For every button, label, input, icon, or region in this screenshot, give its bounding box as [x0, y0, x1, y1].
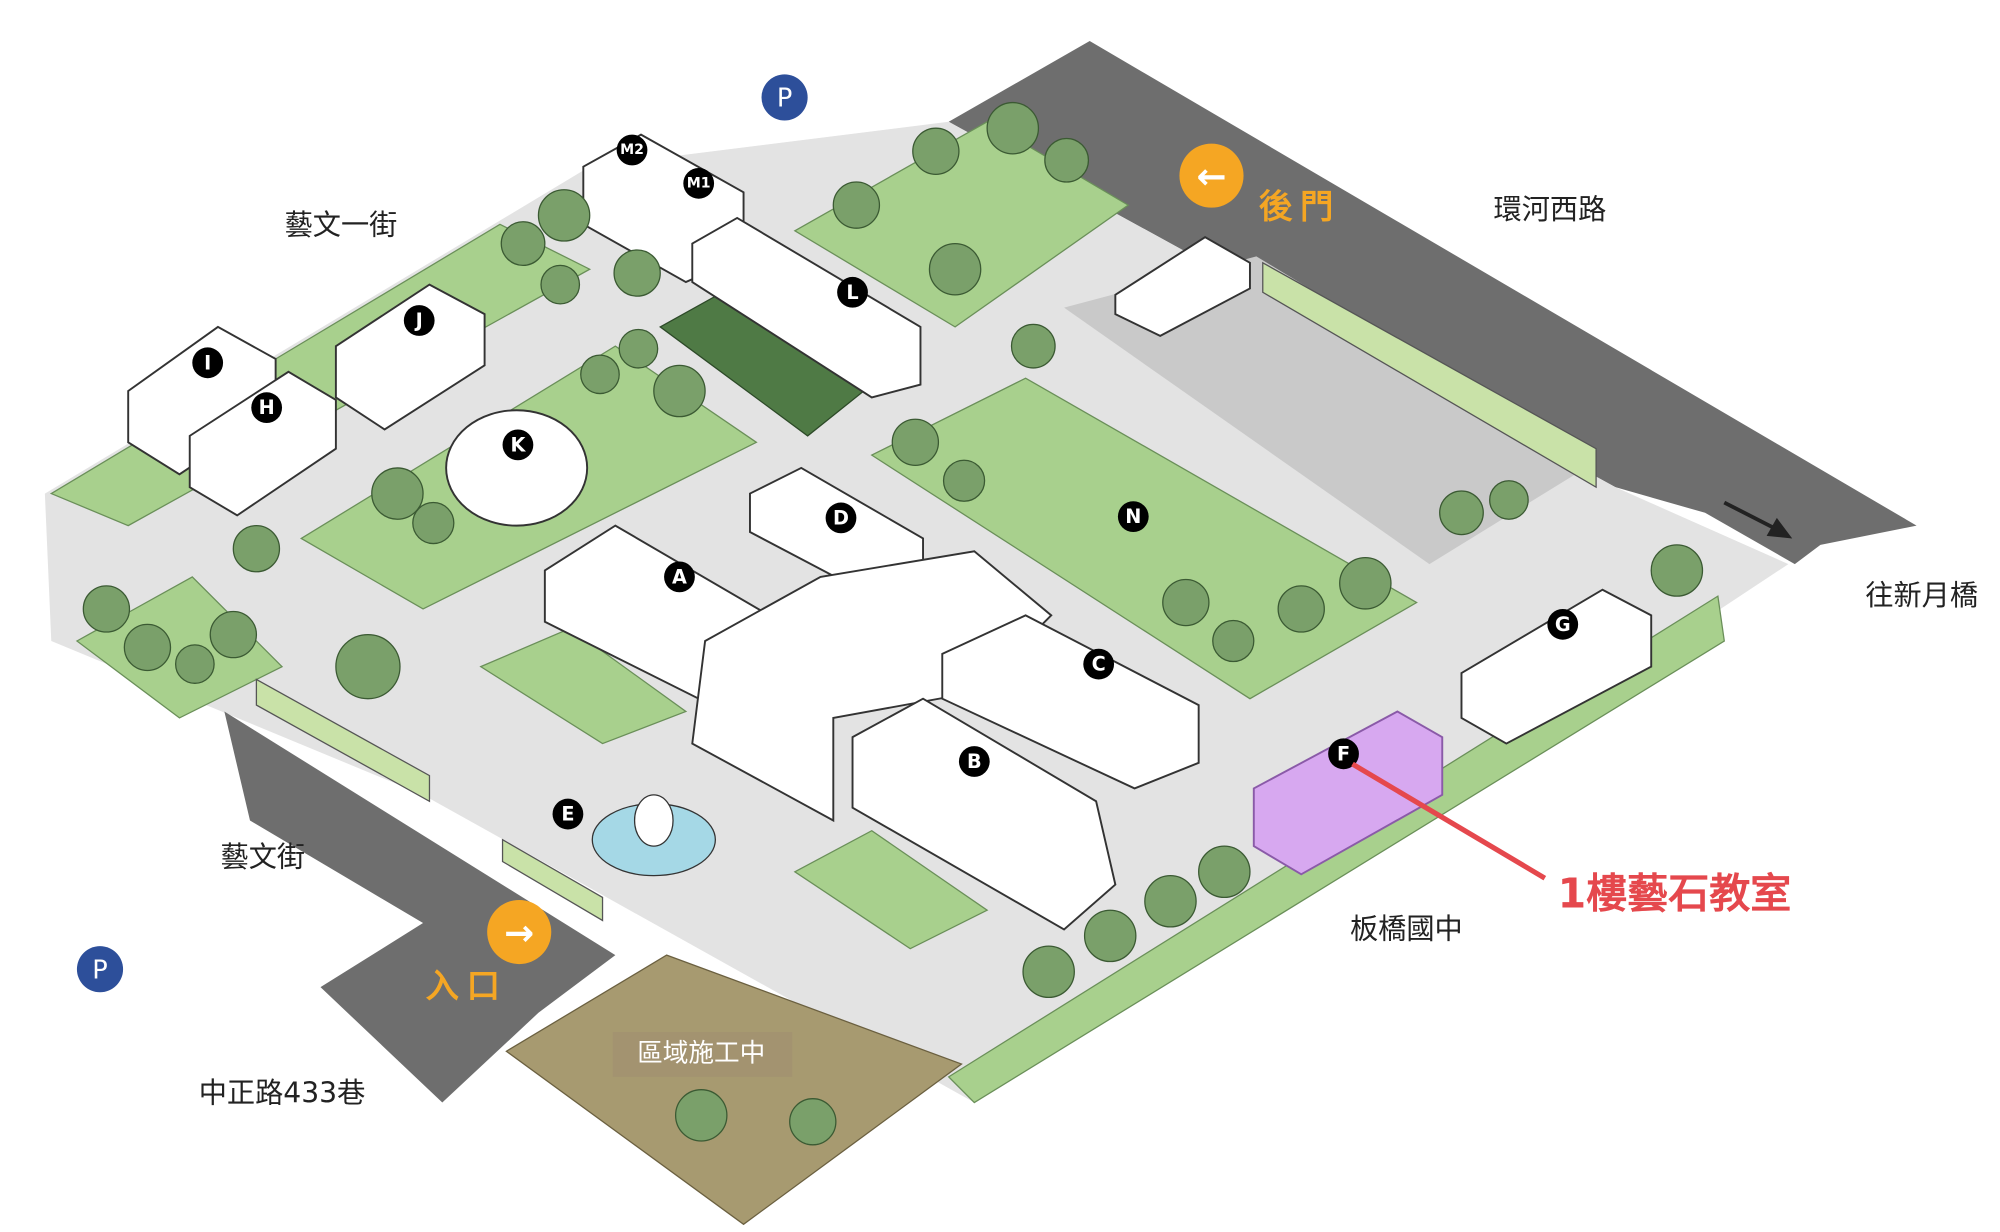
lawn-front-left — [479, 627, 688, 745]
street-label-yiwen: 藝文街 — [221, 841, 306, 874]
construction-zone — [505, 954, 963, 1226]
marker-i: I — [204, 351, 211, 374]
road-yiwen — [224, 711, 616, 1103]
marker-j: J — [414, 309, 423, 332]
lawn-front-right — [793, 829, 989, 950]
marker-g: G — [1555, 613, 1571, 636]
back-gate-label: 後門 — [1259, 187, 1341, 226]
street-label-zhongzheng: 中正路433巷 — [199, 1077, 366, 1110]
marker-f: F — [1337, 742, 1350, 765]
construction-label-bg — [612, 1032, 793, 1077]
building-b — [851, 697, 1117, 931]
marker-m2: M2 — [620, 142, 644, 158]
back-gate-arrow-icon[interactable] — [1179, 143, 1244, 208]
marker-n: N — [1125, 505, 1141, 528]
marker-l: L — [846, 281, 858, 304]
marker-m1: M1 — [687, 175, 711, 191]
highlight-pointer-line — [1351, 761, 1547, 881]
marker-d: D — [833, 506, 849, 529]
arrow-left-icon: ← — [1196, 156, 1226, 197]
building-h — [188, 370, 337, 517]
marker-a: A — [672, 565, 687, 588]
building-f — [1252, 710, 1444, 876]
building-g — [1460, 588, 1653, 745]
fountain-top — [633, 794, 674, 847]
street-label-yiwen-1st: 藝文一街 — [285, 209, 398, 242]
marker-k: K — [510, 433, 526, 456]
highlight-label: 1樓藝石教室 — [1558, 870, 1792, 918]
street-label-huanhe-west: 環河西路 — [1494, 193, 1607, 226]
building-k — [445, 409, 589, 527]
construction-label: 區域施工中 — [637, 1038, 765, 1068]
entrance-label: 入口 — [426, 966, 508, 1005]
parking-label-north: P — [777, 84, 792, 114]
wall-entrance — [501, 838, 604, 922]
marker-e: E — [561, 803, 574, 826]
marker-h: H — [259, 396, 275, 419]
parking-icon-south[interactable] — [76, 946, 124, 993]
building-markers: A B C D E F G H I J K L M1 M2 N — [192, 134, 1579, 830]
wall-southwest — [255, 678, 431, 803]
direction-arrowhead-icon — [1766, 517, 1793, 539]
street-label-to-xinyue: 往新月橋 — [1865, 579, 1978, 612]
marker-b: B — [967, 750, 982, 773]
wall-northeast — [1262, 261, 1597, 489]
building-l — [691, 216, 922, 399]
parking-icon-north[interactable] — [761, 74, 808, 121]
arrow-right-icon: → — [504, 913, 534, 954]
parking-label-south: P — [92, 955, 107, 985]
lawn-southwest — [75, 576, 284, 719]
school-label: 板橋國中 — [1350, 912, 1463, 945]
marker-c: C — [1092, 653, 1106, 676]
parking-lot — [1064, 256, 1597, 565]
building-c — [941, 614, 1200, 790]
gate-house — [1114, 236, 1251, 337]
building-j — [334, 283, 486, 431]
trees — [82, 101, 1704, 1146]
entrance-arrow-icon[interactable] — [487, 899, 552, 965]
